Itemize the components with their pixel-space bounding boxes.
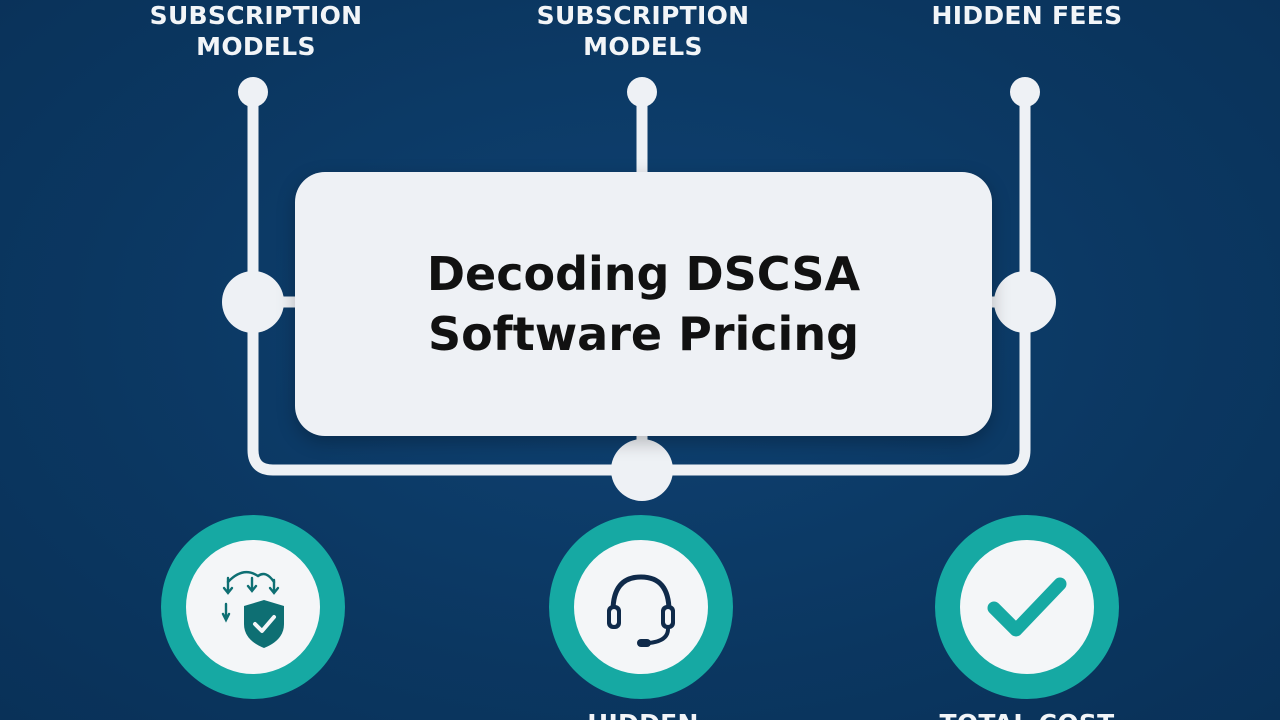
icon-circle-2-inner (574, 540, 708, 674)
icon-circle-3-inner (960, 540, 1094, 674)
top-label-1: SUBSCRIPTION MODELS (149, 1, 363, 61)
workflow-shield-icon (221, 570, 284, 648)
top-label-2: SUBSCRIPTION MODELS (536, 1, 750, 61)
icon-circle-2 (549, 515, 733, 699)
left-top-node (238, 77, 268, 107)
diagram-title: Decoding DSCSA Software Pricing (426, 247, 861, 361)
right-connector-line (634, 86, 1031, 476)
title-box: Decoding DSCSA Software Pricing (295, 172, 992, 436)
top-label-3: HIDDEN FEES (931, 1, 1123, 30)
icon-circle-3 (935, 515, 1119, 699)
right-junction-node (994, 271, 1056, 333)
checkmark-icon (987, 577, 1067, 637)
bottom-junction-node (611, 439, 673, 501)
icon-circle-1-inner (186, 540, 320, 674)
middle-top-node (627, 77, 657, 107)
bottom-label-2: HIDDEN (493, 708, 793, 720)
bottom-label-3: TOTAL COST (877, 708, 1177, 720)
left-junction-node (222, 271, 284, 333)
icon-circle-1 (161, 515, 345, 699)
headset-icon (607, 574, 675, 647)
left-connector-line (247, 86, 646, 476)
right-top-node (1010, 77, 1040, 107)
